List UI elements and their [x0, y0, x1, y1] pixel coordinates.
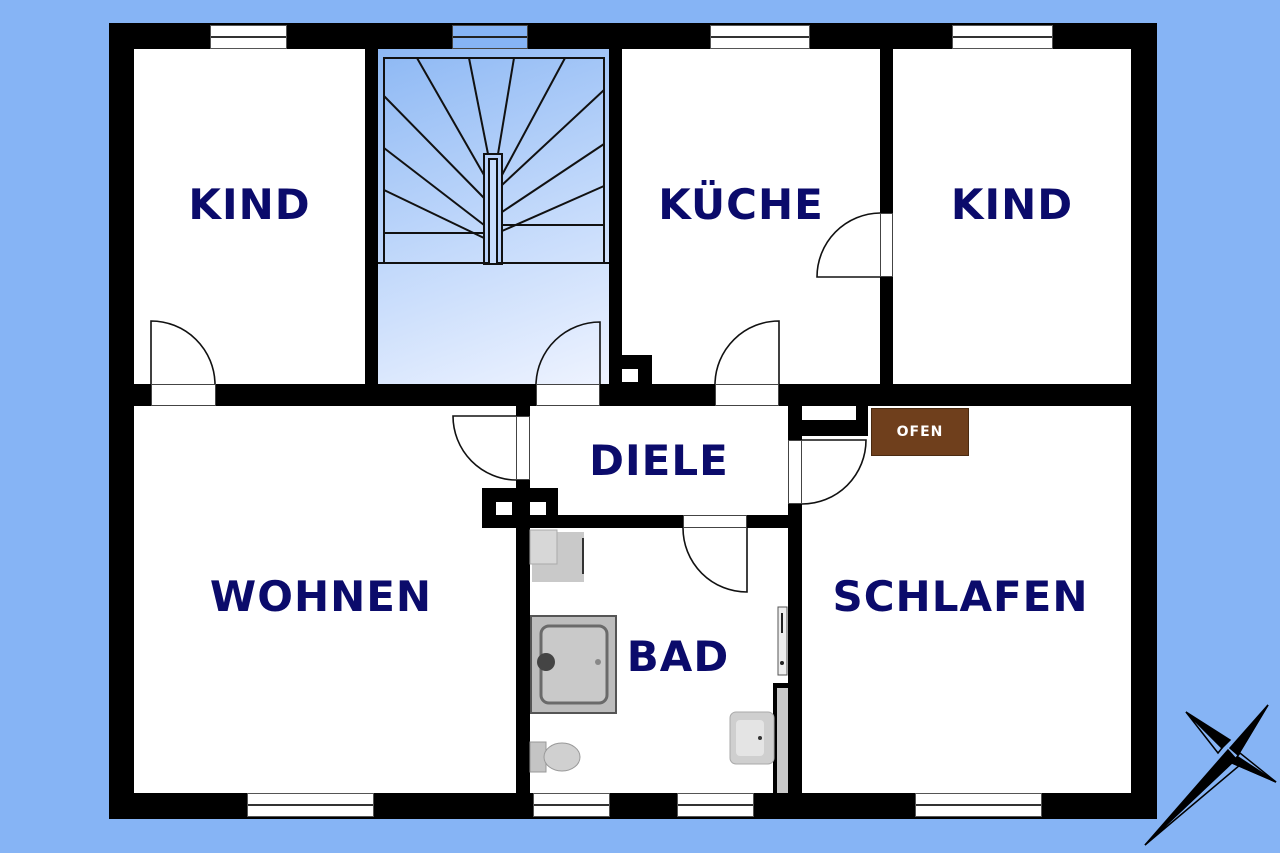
window-top-kind-right[interactable] [952, 25, 1053, 49]
chimney-diele-inner-b [530, 502, 546, 515]
doorway-kind-left[interactable] [151, 384, 216, 406]
chimney-kueche-inner [622, 369, 638, 382]
label-kind-left: KIND [188, 180, 311, 229]
room-wohnen [134, 406, 516, 793]
room-kueche [622, 49, 880, 384]
window-top-kueche[interactable] [710, 25, 810, 49]
window-bottom-bad-a[interactable] [533, 793, 610, 817]
window-bottom-schlafen[interactable] [915, 793, 1042, 817]
chimney-ofen-inner [802, 406, 856, 420]
bad-niche [777, 688, 788, 793]
room-kind-left [134, 49, 365, 384]
sink-icon [729, 711, 775, 765]
doorway-wohnen[interactable] [516, 416, 530, 480]
label-diele: DIELE [589, 436, 729, 485]
chimney-diele-inner-a [496, 502, 512, 515]
room-diele [530, 406, 788, 515]
label-bad: BAD [626, 632, 730, 681]
label-kind-right: KIND [950, 180, 1074, 229]
doorway-bad[interactable] [683, 515, 747, 528]
doorway-kind-right[interactable] [880, 213, 893, 277]
room-schlafen [802, 406, 1131, 793]
window-top-kind-left[interactable] [210, 25, 287, 49]
ofen-stove: OFEN [871, 408, 969, 456]
radiator-icon [777, 606, 788, 676]
window-bottom-bad-b[interactable] [677, 793, 754, 817]
doorway-stair[interactable] [536, 384, 600, 406]
compass-rose-icon [1144, 704, 1277, 846]
label-wohnen: WOHNEN [209, 572, 433, 621]
washing-machine-icon [529, 529, 584, 582]
room-kind-right [893, 49, 1131, 384]
ofen-label: OFEN [896, 424, 944, 440]
window-bottom-wohnen[interactable] [247, 793, 374, 817]
shower-icon [530, 615, 617, 714]
toilet-icon [529, 741, 581, 773]
label-kueche: KÜCHE [658, 180, 824, 229]
doorway-schlafen[interactable] [788, 440, 802, 504]
doorway-kueche[interactable] [715, 384, 779, 406]
label-schlafen: SCHLAFEN [832, 572, 1089, 621]
window-top-stair[interactable] [452, 25, 528, 49]
